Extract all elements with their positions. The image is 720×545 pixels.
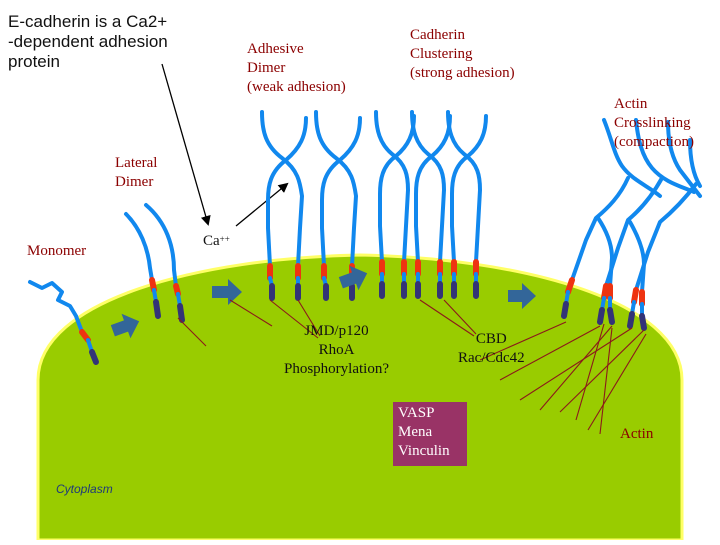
process-arrows <box>110 265 536 339</box>
arrow-clustering-to-crosslinking <box>508 283 536 309</box>
clustering-cadherin <box>374 110 488 299</box>
lateral-dimer-cadherin <box>124 203 185 323</box>
vasp-box <box>393 402 467 466</box>
cytoplasm-label: Cytoplasm <box>56 482 113 496</box>
arrow-adhesive-to-clustering <box>338 265 368 291</box>
actin-label: Actin <box>620 426 654 442</box>
cell-body <box>36 253 684 542</box>
calcium-label: Ca++ <box>203 233 230 249</box>
pointer-to-adhesive-dimer <box>235 182 289 227</box>
arrow-lateral-to-adhesive <box>212 279 242 305</box>
actin-filaments <box>479 321 647 435</box>
monomer-label: Monomer <box>27 243 87 259</box>
crosslinking-cadherin <box>561 118 702 331</box>
adhesive-dimer-cadherin <box>260 110 362 301</box>
signaling-lines <box>177 299 477 347</box>
monomer-cadherin <box>28 280 99 365</box>
pointer-to-calcium <box>161 63 211 226</box>
arrow-monomer-to-lateral <box>110 313 140 339</box>
